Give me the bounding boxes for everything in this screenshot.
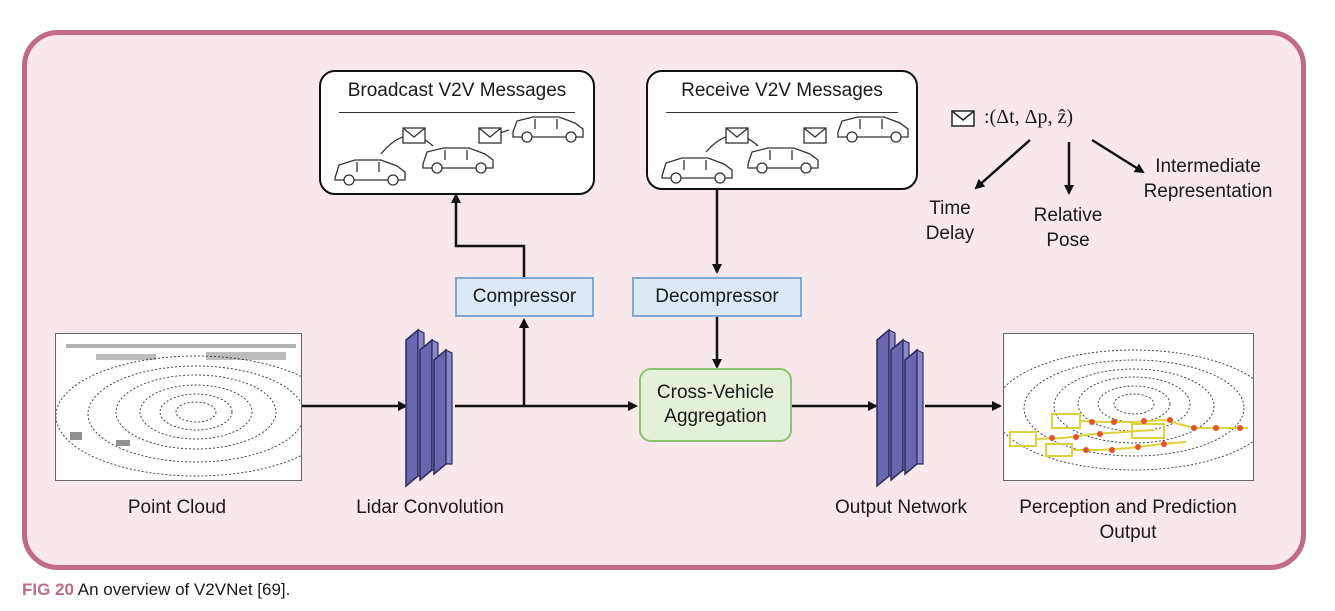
envelope-icon xyxy=(478,127,502,144)
relative-pose-line2: Pose xyxy=(1046,230,1090,251)
figure-caption-text: An overview of V2VNet [69]. xyxy=(73,580,291,599)
point-cloud-image xyxy=(55,333,302,481)
car-icon xyxy=(512,116,584,143)
perception-output-line2: Output xyxy=(1099,522,1157,543)
car-icon xyxy=(334,159,406,186)
receive-title: Receive V2V Messages xyxy=(681,80,883,101)
broadcast-title-rule xyxy=(339,112,575,113)
cross-vehicle-aggregation-box: Cross-Vehicle Aggregation xyxy=(639,368,792,442)
broadcast-messages-box: Broadcast V2V Messages xyxy=(319,70,595,195)
decompressor-box: Decompressor xyxy=(632,277,802,317)
aggregation-line2: Aggregation xyxy=(664,406,767,427)
arrow-intermediate xyxy=(1091,138,1145,174)
compressor-box: Compressor xyxy=(455,277,594,317)
receive-messages-box: Receive V2V Messages xyxy=(646,70,918,190)
intermediate-line1: Intermediate xyxy=(1155,156,1261,177)
envelope-icon xyxy=(725,127,749,144)
receive-title-rule xyxy=(666,112,898,113)
car-icon xyxy=(422,147,494,174)
time-delay-label: Time Delay xyxy=(915,196,985,246)
envelope-icon xyxy=(951,110,975,127)
arrow-compressor-to-broadcast xyxy=(451,193,526,277)
arrow-time-delay xyxy=(974,139,1031,190)
point-cloud-label: Point Cloud xyxy=(127,497,227,518)
intermediate-representation-label: Intermediate Representation xyxy=(1132,154,1284,204)
output-network-blocks xyxy=(876,328,924,488)
broadcast-title: Broadcast V2V Messages xyxy=(347,80,567,101)
car-icon xyxy=(837,116,909,143)
aggregation-line1: Cross-Vehicle xyxy=(656,382,775,403)
intermediate-line2: Representation xyxy=(1143,181,1273,202)
perception-output-illustration xyxy=(1004,349,1253,471)
perception-output-image xyxy=(1003,333,1254,481)
envelope-icon xyxy=(402,127,426,144)
time-delay-line2: Delay xyxy=(925,223,975,244)
receive-illustration xyxy=(661,116,909,184)
perception-output-label: Perception and Prediction Output xyxy=(1000,495,1256,545)
flow-arrows xyxy=(302,138,1145,411)
point-cloud-illustration xyxy=(56,344,301,477)
envelope-icon xyxy=(803,127,827,144)
relative-pose-line1: Relative xyxy=(1033,205,1103,226)
car-icon xyxy=(747,147,819,174)
message-formula-text: :(Δt, Δp, ẑ) xyxy=(984,106,1074,128)
decompressor-label: Decompressor xyxy=(655,286,779,307)
relative-pose-label: Relative Pose xyxy=(1020,203,1116,253)
broadcast-illustration xyxy=(334,116,584,186)
output-network-label: Output Network xyxy=(835,497,967,518)
message-formula: :(Δt, Δp, ẑ) xyxy=(984,106,1073,129)
figure-number: FIG 20 xyxy=(22,580,74,599)
time-delay-line1: Time xyxy=(929,198,971,219)
perception-output-line1: Perception and Prediction xyxy=(1019,497,1237,518)
car-icon xyxy=(661,157,733,184)
compressor-label: Compressor xyxy=(472,286,577,307)
lidar-conv-blocks xyxy=(405,328,453,488)
figure-caption: FIG 20 An overview of V2VNet [69]. xyxy=(22,580,290,600)
lidar-convolution-label: Lidar Convolution xyxy=(356,497,504,518)
